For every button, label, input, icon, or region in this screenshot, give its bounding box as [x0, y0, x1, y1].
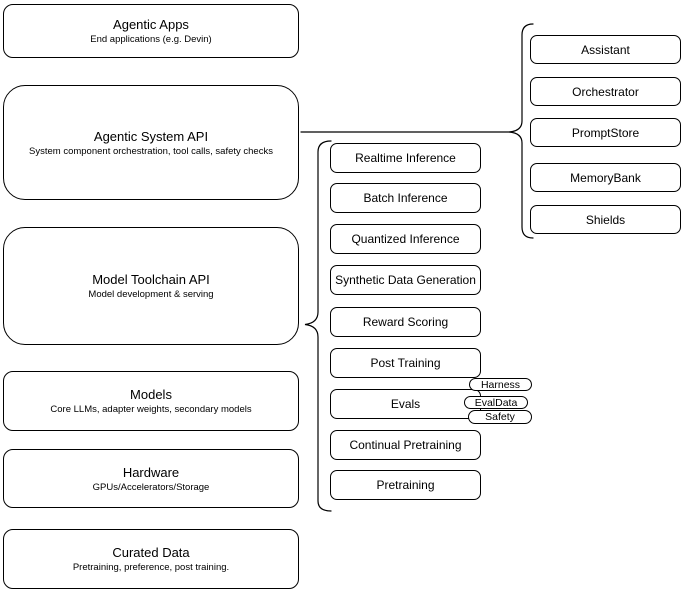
tag-label: EvalData	[474, 396, 518, 409]
node-label: MemoryBank	[570, 170, 641, 185]
node-realtime-inference: Realtime Inference	[330, 143, 481, 173]
node-label: Quantized Inference	[351, 232, 460, 246]
node-shields: Shields	[530, 205, 681, 234]
node-evals: Evals	[330, 389, 481, 419]
node-agentic-apps: Agentic Apps End applications (e.g. Devi…	[3, 4, 299, 58]
brace-system-group	[508, 23, 534, 239]
node-title: Curated Data	[112, 545, 190, 560]
node-pretraining: Pretraining	[330, 470, 481, 500]
node-quantized-inference: Quantized Inference	[330, 224, 481, 254]
tag-evaldata: EvalData	[464, 396, 528, 409]
node-model-toolchain-api: Model Toolchain API Model development & …	[3, 227, 299, 345]
node-title: Agentic System API	[93, 128, 209, 144]
node-label: Realtime Inference	[355, 151, 456, 165]
node-subtitle: Pretraining, preference, post training.	[72, 562, 230, 573]
node-label: Pretraining	[376, 478, 435, 492]
node-orchestrator: Orchestrator	[530, 77, 681, 106]
node-label: Evals	[390, 397, 421, 411]
node-subtitle: Model development & serving	[88, 289, 214, 300]
node-label: Reward Scoring	[362, 315, 449, 329]
tag-label: Safety	[485, 411, 515, 423]
node-label: Post Training	[370, 356, 441, 370]
brace-toolchain-group	[304, 140, 332, 512]
node-batch-inference: Batch Inference	[330, 183, 481, 213]
node-reward-scoring: Reward Scoring	[330, 307, 481, 337]
node-curated-data: Curated Data Pretraining, preference, po…	[3, 529, 299, 589]
node-label: Shields	[585, 212, 626, 227]
node-models: Models Core LLMs, adapter weights, secon…	[3, 371, 299, 431]
tag-label: Harness	[480, 378, 521, 391]
node-hardware: Hardware GPUs/Accelerators/Storage	[3, 449, 299, 508]
node-label: Orchestrator	[572, 84, 639, 99]
node-post-training: Post Training	[330, 348, 481, 378]
node-continual-pretraining: Continual Pretraining	[330, 430, 481, 460]
node-synthetic-data-generation: Synthetic Data Generation	[330, 265, 481, 295]
node-title: Hardware	[122, 464, 180, 480]
tag-safety: Safety	[468, 410, 532, 424]
node-title: Models	[130, 387, 172, 402]
node-assistant: Assistant	[530, 35, 681, 64]
node-label: Assistant	[581, 42, 630, 57]
node-subtitle: GPUs/Accelerators/Storage	[92, 481, 210, 493]
node-label: Batch Inference	[363, 191, 448, 205]
node-agentic-system-api: Agentic System API System component orch…	[3, 85, 299, 200]
node-title: Agentic Apps	[113, 17, 189, 32]
node-subtitle: Core LLMs, adapter weights, secondary mo…	[50, 404, 252, 415]
node-promptstore: PromptStore	[530, 118, 681, 147]
tag-harness: Harness	[469, 378, 532, 391]
node-label: Synthetic Data Generation	[335, 273, 476, 287]
node-subtitle: System component orchestration, tool cal…	[29, 145, 273, 157]
node-title: Model Toolchain API	[92, 272, 210, 287]
node-label: Continual Pretraining	[349, 438, 462, 452]
node-label: PromptStore	[571, 125, 640, 140]
node-memorybank: MemoryBank	[530, 163, 681, 192]
node-subtitle: End applications (e.g. Devin)	[90, 34, 212, 45]
